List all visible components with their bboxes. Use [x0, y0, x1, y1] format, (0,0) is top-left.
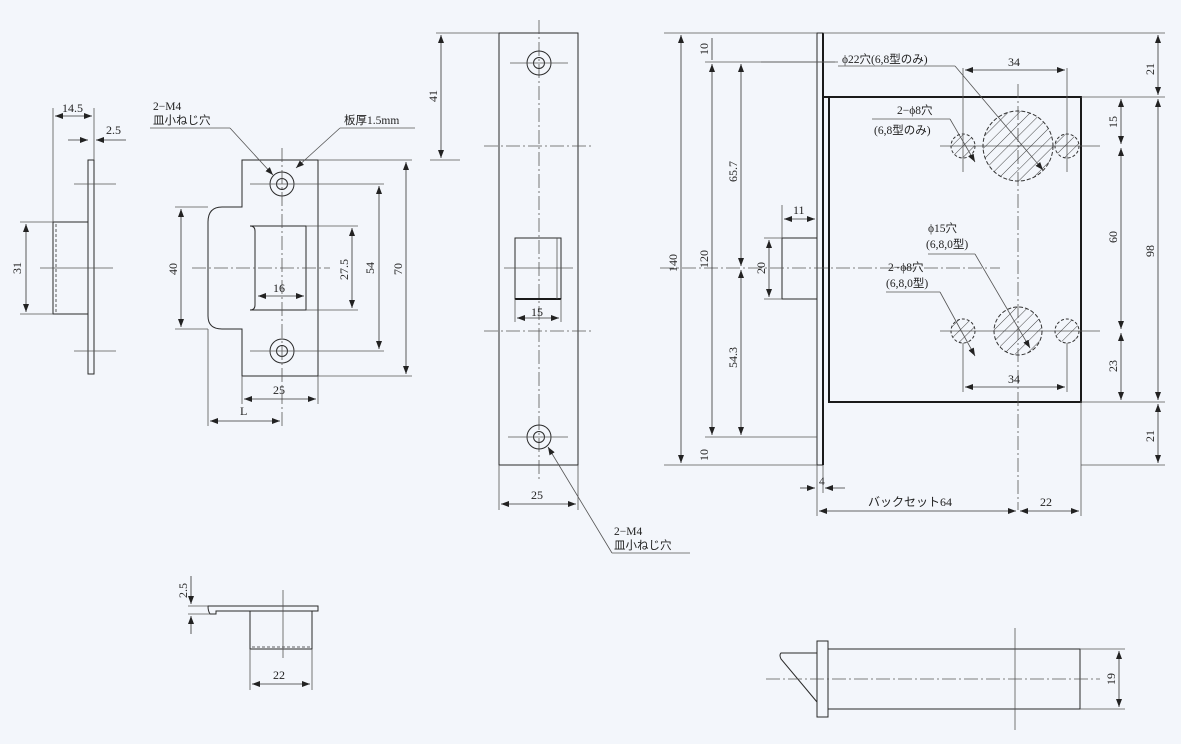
note-hole-8-upper-2: (6,8型のみ): [874, 123, 931, 137]
note-hole-8-upper-1: 2−ϕ8穴: [897, 103, 933, 117]
faceplate-outline: [498, 32, 579, 466]
dim-upper-hole-offset: 15: [1106, 116, 1120, 128]
dim-rear: 22: [1040, 495, 1052, 509]
dim-upper-hole-pitch: 34: [1008, 55, 1020, 69]
dim-lower-hole-offset: 23: [1106, 360, 1120, 372]
dim-hole-pitch: 54: [363, 262, 377, 274]
dim-L: L: [240, 404, 247, 418]
dim-bottom-offset: 10: [697, 449, 711, 461]
dim-opening-width: 16: [273, 281, 285, 295]
dim-right-top-margin: 21: [1143, 63, 1157, 75]
dim-latch-width: 15: [531, 305, 543, 319]
note-hole-15-1: ϕ15穴: [928, 221, 958, 235]
note-strike-screw-2: 皿小ねじ穴: [153, 113, 211, 127]
lock-body-side: 140 120 10 10 65.7 54.3 11 20 4 バックセット64…: [660, 32, 1165, 516]
hole-15: [993, 306, 1043, 356]
dim-strike-box-height: 31: [10, 262, 24, 274]
note-plate-thickness: 板厚1.5mm: [344, 113, 399, 127]
dim-latch-height: 20: [754, 262, 768, 274]
dim-plate-width: 25: [273, 383, 285, 397]
hole-8-lower-left: [950, 318, 976, 344]
dim-latch-projection: 11: [793, 203, 805, 217]
dim-opening-height: 27.5: [337, 259, 351, 280]
latch-opening: [514, 237, 562, 300]
dim-face-thickness: 4: [819, 476, 825, 488]
latch-bolt-view: 19: [766, 628, 1125, 730]
lockbody-case: [828, 96, 1082, 403]
dim-screw-pitch: 120: [697, 250, 711, 268]
dim-top-offset: 10: [697, 43, 711, 55]
faceplate-front: 41 15 25 2−M4 皿小ねじ穴: [426, 20, 690, 554]
dim-recess-height: 40: [166, 263, 180, 275]
note-hole-8-lower-1: 2−ϕ8穴: [888, 260, 924, 274]
dim-strike-box-width: 22: [273, 668, 285, 682]
strike-plate-front: 2−M4 皿小ねじ穴 板厚1.5mm 16 27.5 54 70 40 25 L: [150, 101, 415, 428]
dim-strike-bottom-thickness: 2.5: [176, 583, 190, 598]
note-faceplate-screw-1: 2−M4: [614, 526, 642, 538]
note-hole-8-lower-2: (6,8,0型): [886, 276, 928, 290]
latch-bolt: [781, 237, 818, 300]
dim-hole-spacing: 60: [1106, 231, 1120, 243]
note-strike-screw-1: 2−M4: [153, 101, 181, 113]
dim-upper-to-latch: 65.7: [726, 161, 740, 182]
dim-body-height: 98: [1143, 245, 1157, 257]
strike-plate-edge: [87, 159, 95, 375]
strike-bottom-view: 2.5 22: [176, 576, 319, 690]
strike-side-view: 14.5 2.5 31: [10, 101, 126, 375]
dim-strike-thickness: 2.5: [106, 123, 121, 137]
strike-plate-outline: [207, 159, 319, 377]
dim-top-to-latch: 41: [426, 90, 440, 102]
dim-bolt-height: 19: [1104, 673, 1118, 685]
hole-8-lower-right: [1054, 318, 1080, 344]
dim-lower-hole-pitch: 34: [1008, 372, 1020, 386]
hole-22: [982, 110, 1054, 182]
dim-plate-height: 70: [391, 263, 405, 275]
dim-total-height: 140: [666, 254, 680, 272]
dim-strike-depth: 14.5: [62, 101, 83, 115]
dim-right-bottom-margin: 21: [1143, 430, 1157, 442]
dim-backset: バックセット64: [868, 495, 952, 509]
note-hole-22: ϕ22穴(6,8型のみ): [842, 52, 928, 66]
note-hole-15-2: (6,8,0型): [926, 237, 968, 251]
dim-faceplate-width: 25: [531, 488, 543, 502]
note-faceplate-screw-2: 皿小ねじ穴: [614, 538, 672, 552]
dim-latch-to-lower: 54.3: [726, 347, 740, 368]
